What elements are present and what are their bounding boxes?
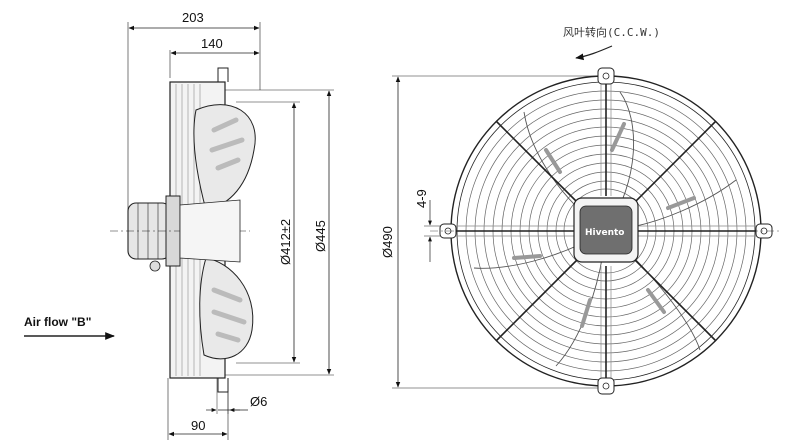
dim-slot-label: 4-9 — [414, 189, 429, 208]
dim-412-label: Ø412±2 — [278, 219, 293, 265]
dim-90-label: 90 — [191, 418, 205, 433]
blade-upper — [193, 104, 256, 211]
dim-140-label: 140 — [201, 36, 223, 51]
blade-lower — [199, 257, 254, 360]
brand-label: Hivento — [585, 228, 624, 238]
airflow-label: Air flow "B" — [24, 315, 91, 329]
dim-490-label: Ø490 — [380, 226, 395, 258]
rotation-label: 风叶转向(C.C.W.) — [563, 25, 660, 39]
front-view — [392, 45, 780, 395]
dim-203-label: 203 — [182, 10, 204, 25]
dim-hole-label: Ø6 — [250, 394, 267, 409]
rotation-arrow — [575, 45, 613, 61]
side-view — [24, 22, 334, 440]
dim-445-label: Ø445 — [313, 220, 328, 252]
